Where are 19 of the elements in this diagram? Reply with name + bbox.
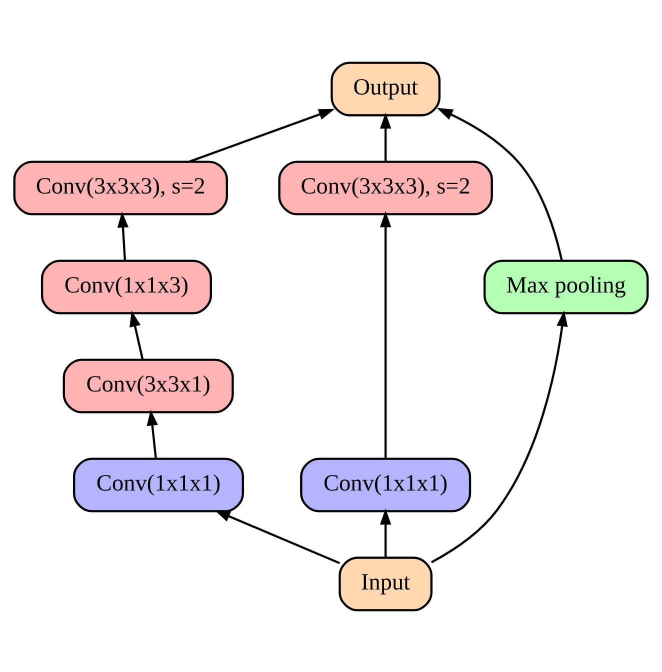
node-box: Conv(3x3x1): [62, 358, 234, 413]
arrow: [436, 107, 563, 260]
node-box: Conv(1x1x1): [300, 457, 472, 512]
node-box: Conv(3x3x3), s=2: [13, 160, 228, 215]
arrow: [380, 210, 392, 458]
node-box: Conv(3x3x3), s=2: [278, 160, 493, 215]
arrow: [430, 310, 568, 563]
arrow: [117, 211, 129, 260]
arrow: [214, 510, 340, 564]
arrow: [380, 112, 392, 161]
arrow: [189, 108, 335, 162]
node-box: Output: [330, 61, 441, 116]
node-box: Max pooling: [483, 259, 649, 314]
arrow: [380, 508, 392, 557]
arrow: [130, 310, 144, 360]
arrow: [146, 409, 158, 458]
node-box: Conv(1x1x3): [40, 259, 212, 314]
node-box: Conv(1x1x1): [72, 457, 244, 512]
node-box: Input: [338, 556, 433, 611]
